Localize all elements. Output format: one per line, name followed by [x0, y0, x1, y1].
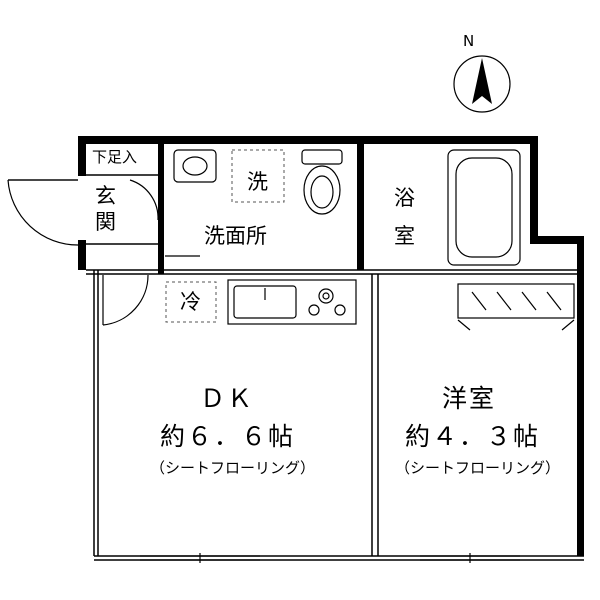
outer-walls	[78, 136, 584, 556]
bath-label-1: 浴	[394, 186, 415, 210]
kitchen-counter	[227, 279, 357, 325]
fridge-label: 冷	[180, 290, 201, 314]
entrance-label: 玄関	[95, 184, 116, 235]
stove-icon	[318, 288, 334, 304]
dk-floor-type: （シートフローリング）	[150, 459, 316, 477]
compass-north-label: N	[463, 32, 475, 50]
wash-mark-label: 洗	[247, 170, 268, 194]
north-arrow-icon	[453, 55, 511, 113]
closet-icon	[457, 283, 575, 331]
washroom-label: 洗面所	[204, 224, 267, 248]
bath-label-2: 室	[394, 224, 415, 248]
shoe-box-label: 下足入	[92, 148, 138, 166]
bathtub-icon	[447, 149, 521, 266]
dk-room-name: ＤＫ	[200, 384, 255, 413]
doors	[7, 179, 200, 326]
washbasin-icon	[173, 149, 217, 183]
western-room-name: 洋室	[442, 384, 497, 413]
western-room-size: 約４．３帖	[405, 422, 541, 451]
sink-icon	[233, 285, 297, 319]
toilet-icon	[301, 149, 343, 215]
dk-room-size: 約６．６帖	[160, 422, 296, 451]
windows	[140, 340, 584, 563]
fridge-space	[165, 281, 217, 323]
washer-pan	[231, 149, 285, 203]
western-floor-type: （シートフローリング）	[395, 459, 561, 477]
